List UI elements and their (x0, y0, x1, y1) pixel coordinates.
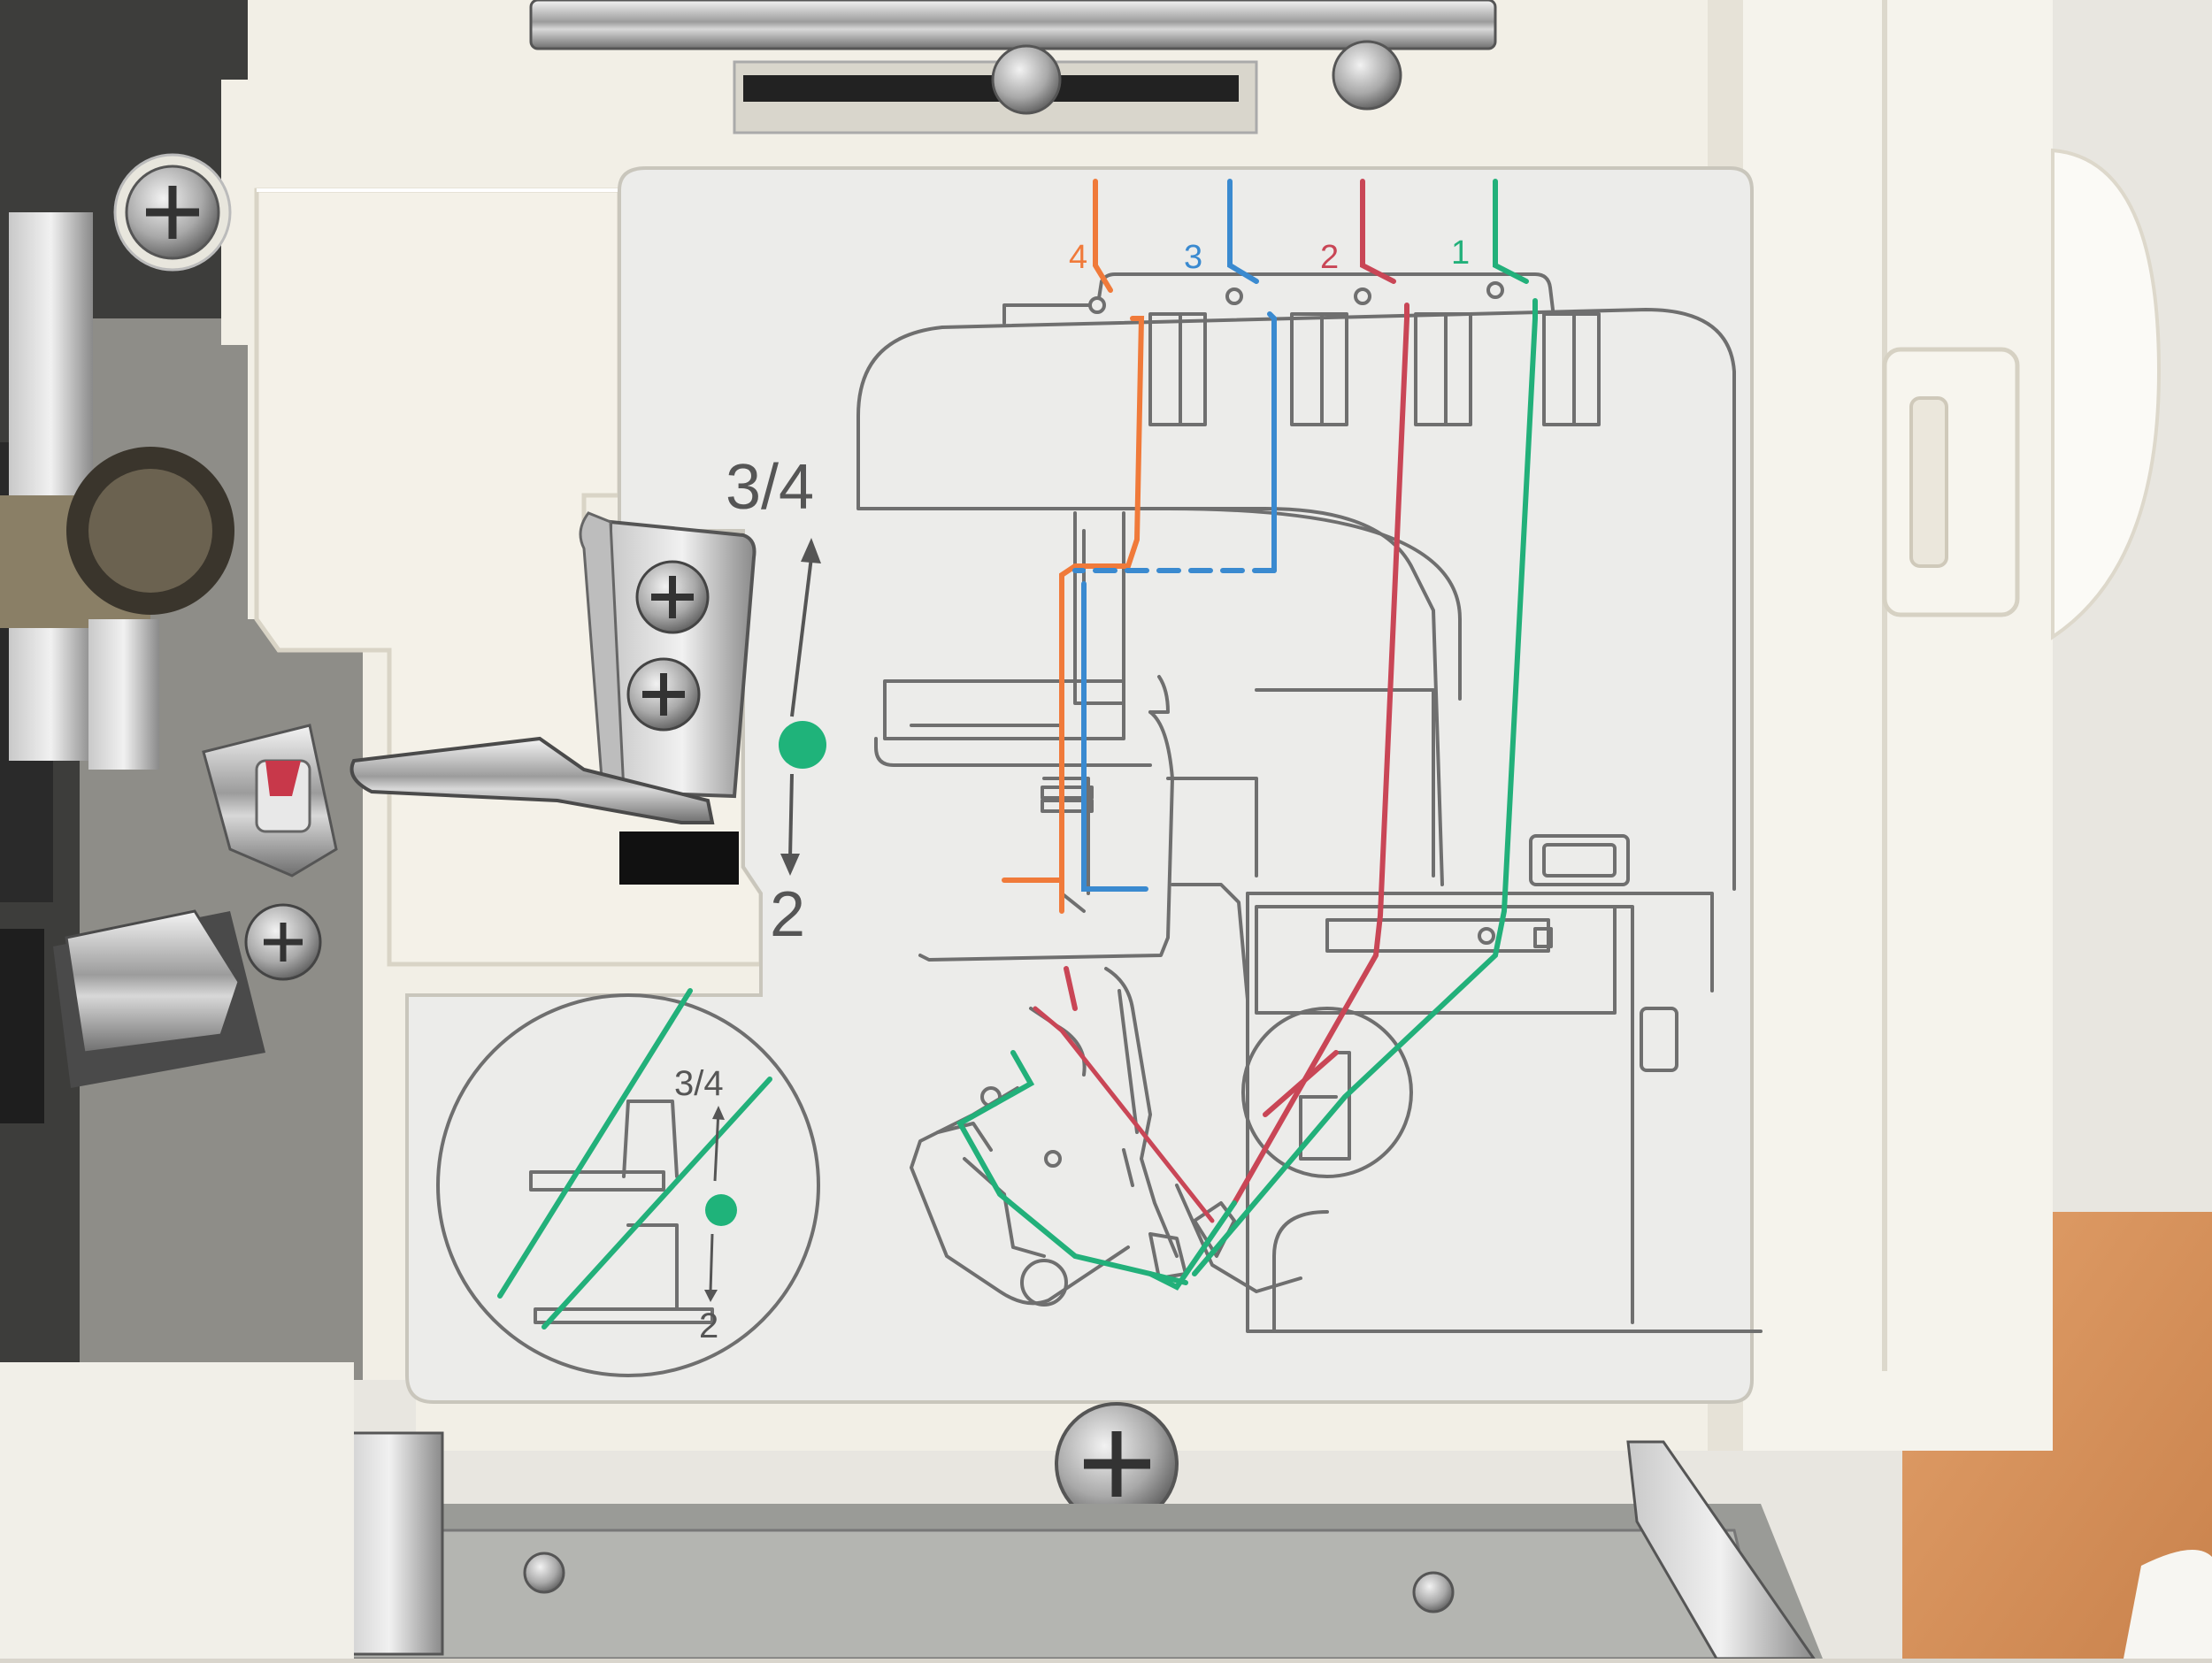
thread-1-path (1192, 179, 1538, 1276)
differential-lower-label: 2 (770, 879, 805, 950)
inset-indicator-dot (705, 1194, 737, 1226)
thread-3-path (1227, 179, 1277, 573)
differential-indicator-dot (779, 721, 826, 769)
left-shaft (9, 212, 93, 761)
thread-label-2: 2 (1320, 239, 1339, 276)
top-screw-left (991, 44, 1062, 115)
differential-up-arrow (790, 556, 813, 717)
differential-upper-label: 3/4 (726, 452, 814, 523)
inset-lower-label: 2 (699, 1307, 718, 1345)
differential-lever-arm[interactable] (349, 736, 715, 824)
differential-down-arrow (788, 773, 794, 859)
top-chrome-bar (529, 0, 1497, 50)
thread-label-3: 3 (1184, 239, 1202, 276)
side-latch[interactable] (1882, 347, 2020, 617)
threading-diagram-panel (405, 166, 1754, 1404)
thread-2-path (1232, 179, 1409, 1206)
threading-diagram (436, 272, 1763, 1377)
inset-upper-label: 3/4 (674, 1064, 724, 1103)
top-screw-right (1332, 40, 1402, 111)
thread-label-1: 1 (1451, 234, 1470, 272)
differential-slot (619, 832, 739, 885)
thread-label-4: 4 (1069, 239, 1087, 276)
thread-paths (497, 179, 1538, 1330)
right-cover (1725, 0, 2053, 1451)
thread-4-path (1059, 179, 1145, 914)
